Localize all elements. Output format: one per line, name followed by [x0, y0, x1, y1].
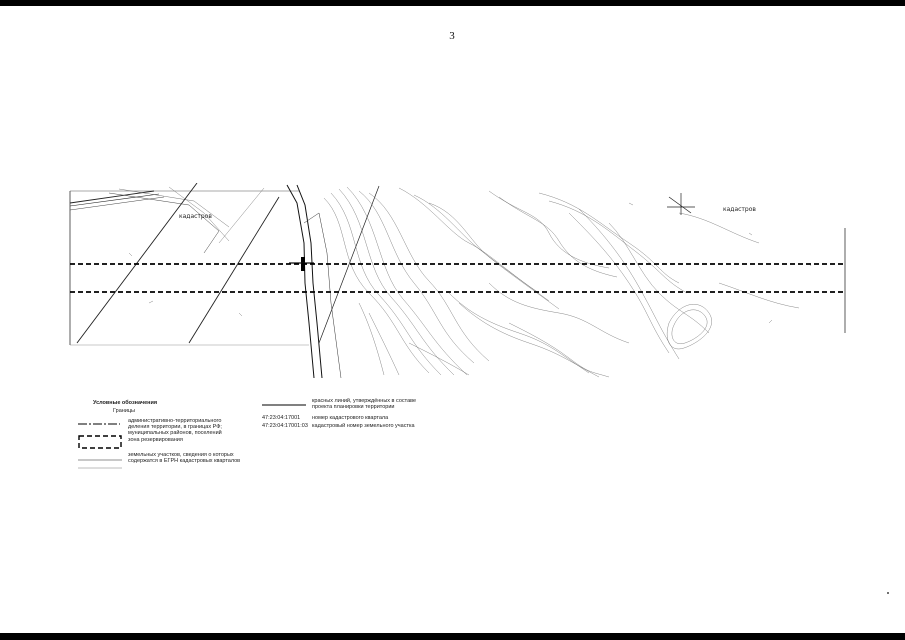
map-label-left: кадастров — [179, 213, 212, 220]
map-diagonal-2 — [188, 196, 280, 344]
legend-parcel-label: кадастровый номер земельного участка — [312, 423, 415, 429]
map-contours — [323, 186, 800, 378]
stray-dot — [887, 592, 889, 594]
legend-title: Условные обозначения — [93, 400, 158, 406]
legend-quarter-code: 47:23:04:17001 — [262, 415, 301, 421]
legend-subtitle: Границы — [113, 408, 135, 414]
map-roads-topleft — [69, 186, 230, 254]
bottom-border — [0, 633, 905, 640]
legend-swatch-parcel — [78, 459, 122, 469]
legend-parcel-2: содержатся в ЕГРН кадастровых кварталов — [128, 458, 241, 464]
map-survey-cross — [667, 193, 695, 215]
legend-swatch-reserve — [78, 435, 122, 449]
survey-map: кадастров кадастров — [69, 183, 846, 378]
map-central-road — [286, 184, 342, 378]
legend-parcel-code: 47:23:04:17001:03 — [262, 423, 308, 429]
legend-admin-2: деления территории, в границах РФ; — [128, 424, 222, 430]
legend: Условные обозначения Границы администрат… — [78, 398, 438, 488]
map-label-right: кадастров — [723, 206, 756, 213]
legend-parcel-1: земельных участков, сведения о которых — [128, 452, 234, 458]
legend-admin-1: административно-территориального — [128, 418, 222, 424]
page-number: 3 — [449, 30, 455, 42]
top-border — [0, 0, 905, 6]
map-scatter-marks — [128, 202, 812, 324]
map-diagonal-1 — [76, 183, 198, 344]
legend-swatch-red-line — [262, 404, 306, 406]
legend-reserve: зона резервирования — [128, 437, 183, 443]
legend-red-2: проекта планировки территории — [312, 404, 395, 410]
legend-quarter-label: номер кадастрового квартала — [312, 415, 389, 421]
map-diagonal-3 — [318, 185, 380, 344]
legend-red-1: красных линий, утверждённых в составе — [312, 398, 417, 404]
legend-swatch-admin — [78, 423, 120, 425]
legend-admin-3: муниципальных районов, поселений — [128, 430, 222, 436]
